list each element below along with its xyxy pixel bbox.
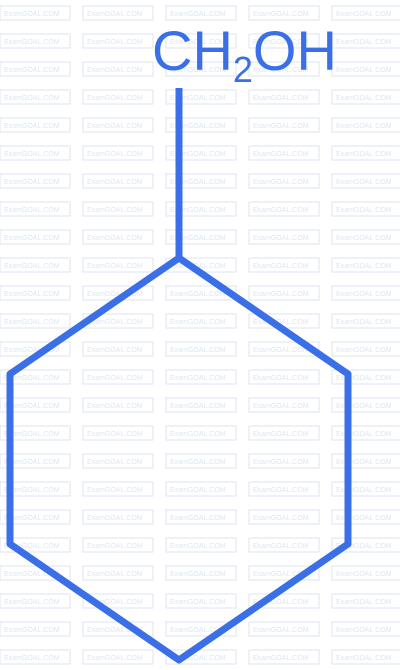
label-suffix: OH xyxy=(253,19,337,82)
label-prefix: CH xyxy=(152,19,233,82)
label-subscript: 2 xyxy=(233,49,253,90)
ch2oh-label: CH2OH xyxy=(152,19,337,90)
cyclohexane-ring xyxy=(6,254,352,664)
